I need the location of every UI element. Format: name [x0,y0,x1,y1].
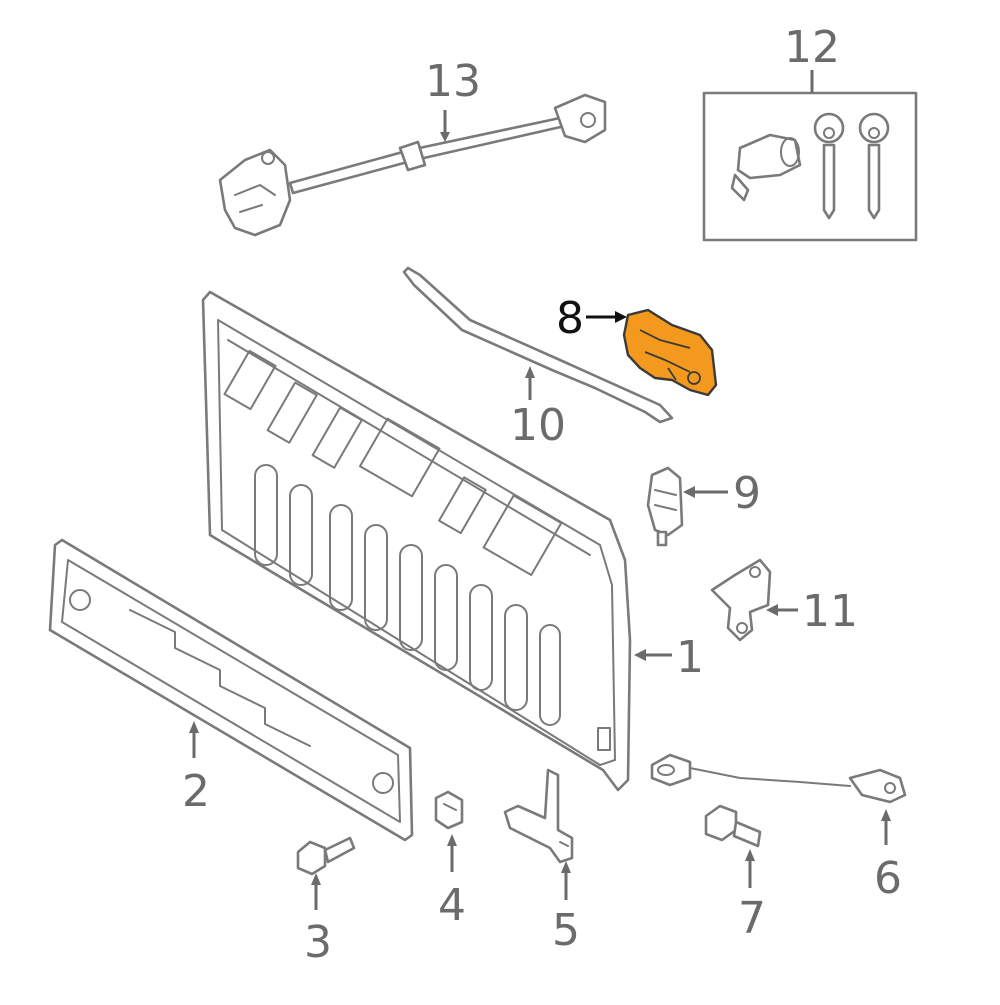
callout-4: 4 [438,880,466,931]
part-4-clip [434,790,464,830]
callout-5: 5 [552,905,580,956]
callout-3: 3 [304,917,332,968]
callout-8: 8 [556,293,584,344]
part-11-striker [710,558,772,642]
highlighted-part [622,308,718,397]
part-8-latch-highlighted [622,308,718,397]
leader-lines [189,70,891,910]
callout-1: 1 [676,632,704,683]
part-6-support-cable [650,753,907,804]
part-3-bolt [296,836,356,876]
part-2-trim-panel [48,538,414,842]
part-9-latch [646,466,684,547]
callout-7: 7 [738,893,766,944]
part-7-bolt [704,804,762,848]
callout-10: 10 [510,400,566,451]
part-13-lock-rod-assembly [218,93,607,237]
part-5-hinge-bracket [503,768,574,864]
callout-2: 2 [182,766,210,817]
callout-11: 11 [802,586,858,637]
callout-13: 13 [425,56,481,107]
callout-6: 6 [874,853,902,904]
callout-labels: 13 12 8 10 9 11 1 2 3 4 5 7 6 [182,22,902,968]
part-1-tailgate [201,290,632,792]
part-10-rod [402,266,674,424]
callout-9: 9 [733,468,761,519]
part-12-lock-cylinder-keys [702,91,918,242]
callout-12: 12 [784,22,840,73]
